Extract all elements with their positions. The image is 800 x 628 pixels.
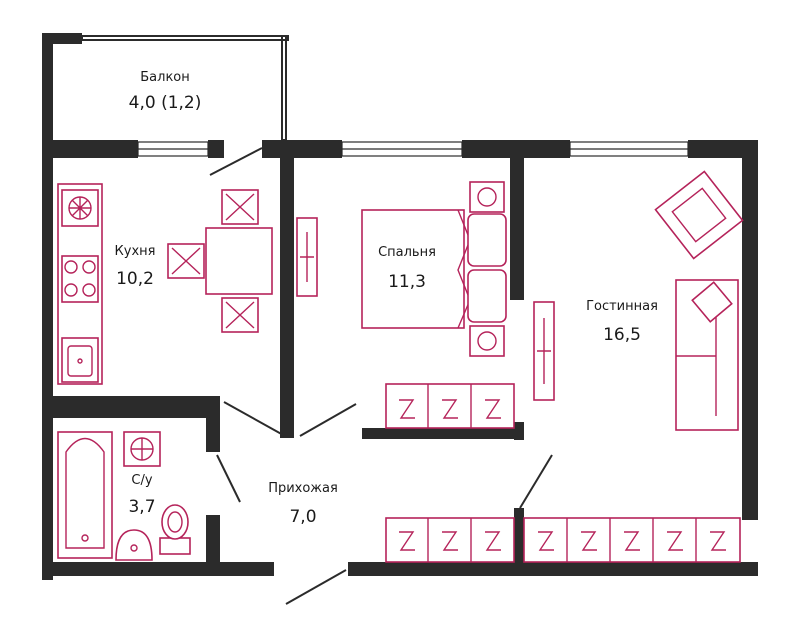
door-swing-icon <box>209 147 263 176</box>
living-room-area: 16,5 <box>603 325 641 345</box>
living-furniture <box>654 170 744 431</box>
kitchen-furniture <box>57 183 273 385</box>
toilet-icon <box>159 504 191 555</box>
door-swing-icon <box>223 401 286 437</box>
balcony-wall-top <box>42 33 82 44</box>
balcony-railing-right <box>281 35 287 141</box>
wall-bath-right-top <box>206 396 220 452</box>
radiator-icon <box>296 217 318 297</box>
door-swing-icon <box>519 454 553 509</box>
sink-icon <box>61 337 99 383</box>
washbasin-icon <box>115 529 153 561</box>
door-swing-icon <box>285 569 347 605</box>
hallway-area: 7,0 <box>289 507 316 527</box>
bottom-wall-left <box>42 562 274 576</box>
windows <box>137 141 689 157</box>
bedroom-area: 11,3 <box>388 272 426 292</box>
wall-bedroom-bottom <box>362 428 524 439</box>
balcony-area: 4,0 (1,2) <box>129 93 202 113</box>
doors <box>209 147 553 605</box>
wardrobe-icon <box>523 517 741 563</box>
bed-icon <box>361 181 507 357</box>
hallway-name: Прихожая <box>268 481 338 496</box>
dining-table-icon <box>167 189 273 333</box>
top-wall-living <box>688 140 758 158</box>
wardrobe-icon <box>385 383 515 429</box>
radiators <box>296 217 555 401</box>
bathroom-fixtures <box>57 431 191 561</box>
bedroom-furniture <box>361 181 515 429</box>
wall-bath-right-bottom <box>206 515 220 570</box>
top-wall-bedroom-a <box>262 140 342 158</box>
armchair-icon <box>654 170 744 260</box>
wall-kitchen-bedroom <box>280 140 294 438</box>
kitchen-name: Кухня <box>115 244 156 259</box>
door-swing-icon <box>216 454 241 503</box>
kitchen-area: 10,2 <box>116 269 154 289</box>
balcony-railing-top <box>81 35 289 41</box>
sofa-icon <box>675 279 739 431</box>
room-labels: Балкон 4,0 (1,2) Кухня 10,2 Спальня 11,3… <box>115 70 658 527</box>
wall-kitchen-bath <box>42 396 218 418</box>
right-exterior-wall <box>742 140 758 520</box>
top-wall-kitchen-a <box>42 140 138 158</box>
left-exterior-wall <box>42 140 53 580</box>
bottom-wall-right <box>348 562 758 576</box>
top-wall-kitchen-b <box>208 140 224 158</box>
balcony-name: Балкон <box>140 70 190 85</box>
bathroom-name: С/у <box>131 473 152 488</box>
bathroom-area: 3,7 <box>128 497 155 517</box>
stove-icon <box>61 189 99 227</box>
bedroom-name: Спальня <box>378 245 436 260</box>
radiator-icon <box>533 301 555 401</box>
stove-icon <box>61 255 99 303</box>
washbasin-icon <box>123 431 161 467</box>
walls <box>42 33 758 580</box>
hallway-wardrobes <box>385 517 741 563</box>
wall-bedroom-living-top <box>510 140 524 300</box>
door-swing-icon <box>299 403 357 437</box>
wall-living-hall <box>514 508 524 570</box>
living-room-name: Гостинная <box>586 299 658 314</box>
wardrobe-icon <box>385 517 515 563</box>
balcony-wall-left <box>42 33 53 143</box>
bathtub-icon <box>57 431 113 559</box>
